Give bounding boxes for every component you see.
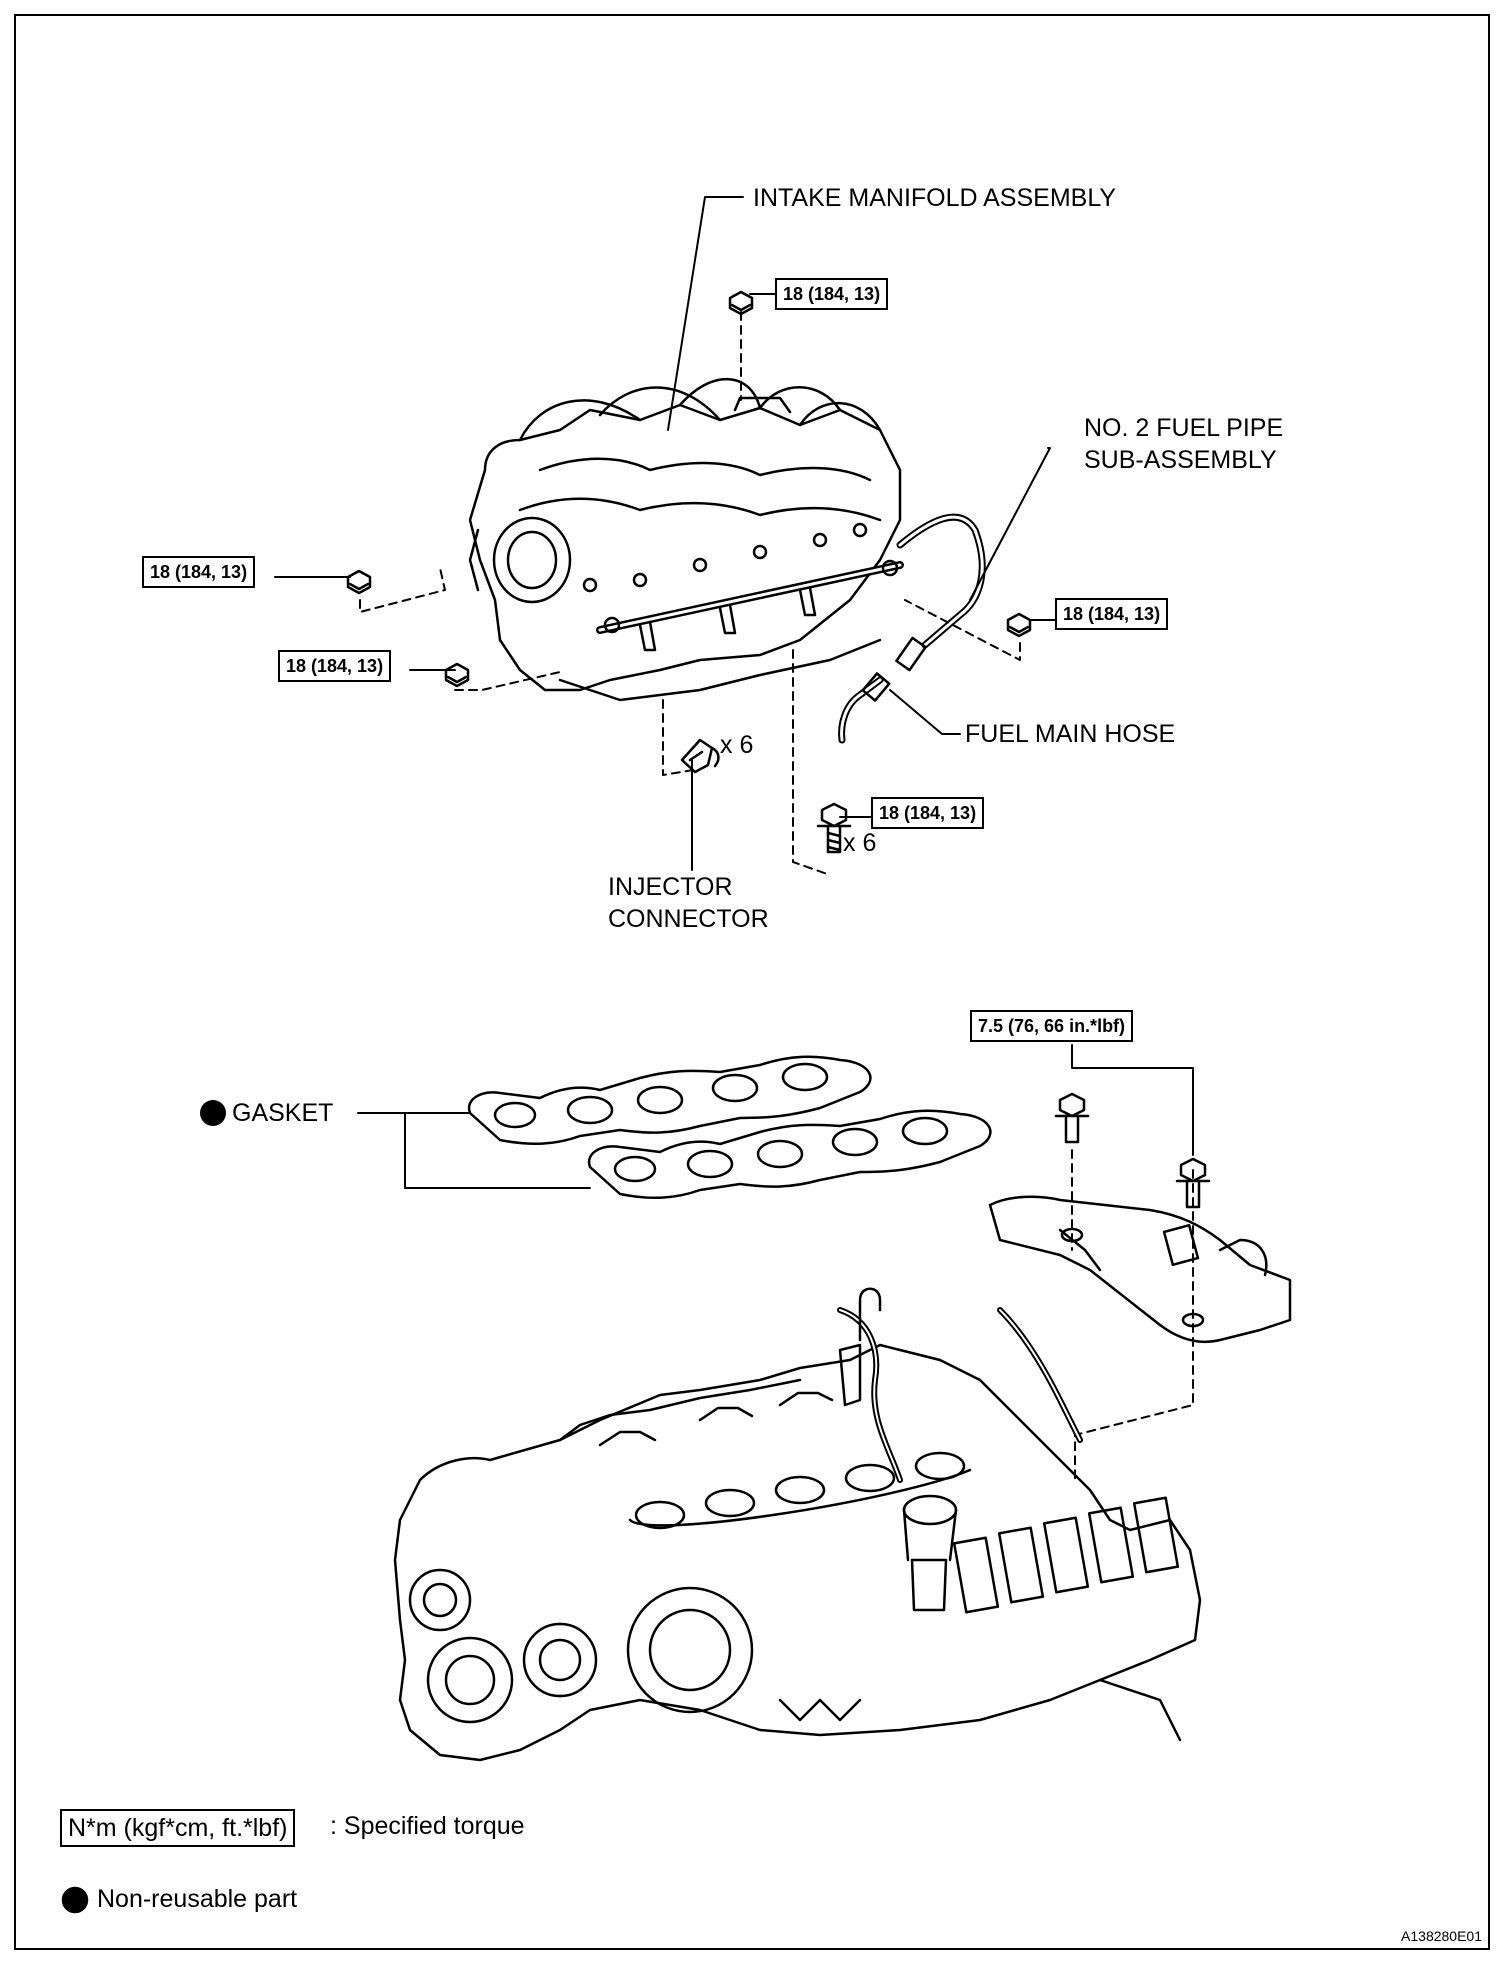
intake-manifold-label: INTAKE MANIFOLD ASSEMBLY [753, 184, 1117, 212]
legend-torque-box: N*m (kgf*cm, ft.*lbf) [60, 1809, 296, 1847]
legend-torque-description: : Specified torque [330, 1812, 525, 1840]
torque-box-left-lower: 18 (184, 13) [278, 650, 392, 682]
bolt-quantity: x 6 [843, 829, 877, 857]
bracket-part-drawing [988, 1195, 1292, 1344]
bracket-bolts-drawing [1054, 1044, 1211, 1209]
gasket-label: GASKET [200, 1098, 333, 1129]
injector-connector-label-line1: INJECTOR [608, 873, 733, 901]
non-reusable-legend-dot [61, 1886, 89, 1914]
torque-box-right: 18 (184, 13) [1055, 598, 1169, 630]
torque-box-top: 18 (184, 13) [775, 278, 889, 310]
gasket-drawing [357, 1055, 992, 1200]
fuel-pipe-label-line2: SUB-ASSEMBLY [1084, 446, 1277, 474]
fuel-main-hose-drawing [838, 672, 891, 744]
leader-lines [274, 196, 1059, 871]
torque-box-left-upper: 18 (184, 13) [142, 556, 256, 588]
fuel-pipe-drawing [895, 513, 986, 672]
injector-quantity: x 6 [720, 731, 754, 759]
figure-code: A138280E01 [1401, 1928, 1482, 1944]
dashed-alignment-lines [359, 311, 1194, 1481]
fuel-main-hose-label: FUEL MAIN HOSE [965, 720, 1176, 748]
nut-icons [346, 290, 1032, 688]
non-reusable-dot-icon [200, 1100, 226, 1126]
legend-non-reusable-text: Non-reusable part [97, 1885, 298, 1913]
injector-connector-label-line2: CONNECTOR [608, 905, 769, 933]
gasket-label-text: GASKET [232, 1099, 334, 1127]
bolt-icon [816, 802, 852, 854]
engine-block-drawing [393, 1287, 1202, 1762]
fuel-pipe-label-line1: NO. 2 FUEL PIPE [1084, 414, 1284, 442]
torque-box-bottom-bolts: 18 (184, 13) [871, 797, 985, 829]
intake-manifold-drawing [468, 377, 904, 702]
injector-connector-icon [680, 738, 720, 774]
torque-box-bracket: 7.5 (76, 66 in.*lbf) [970, 1010, 1134, 1042]
page-border [14, 14, 1490, 1950]
